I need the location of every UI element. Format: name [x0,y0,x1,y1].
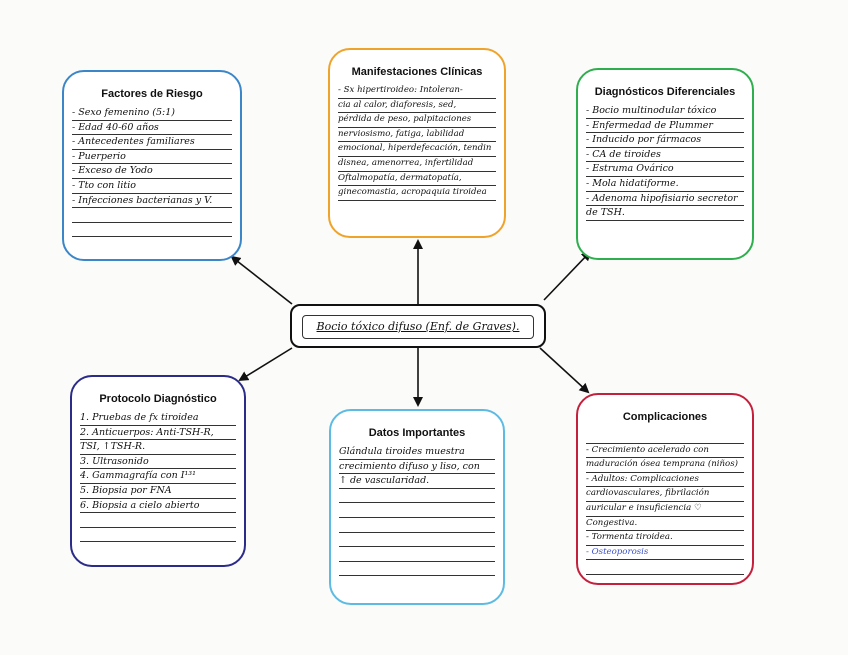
factores-line: - Sexo femenino (5:1) [72,106,232,121]
datos-importantes-title: Datos Importantes [368,427,466,439]
diferenciales-line: - Adenoma hipofisiario secretor [586,192,744,207]
manifestaciones-clinicas-title: Manifestaciones Clínicas [351,66,483,78]
complicaciones-line: cardiovasculares, fibrilación [586,487,744,502]
diferenciales-line: - Enfermedad de Plummer [586,119,744,134]
protocolo-diagnostico-title: Protocolo Diagnóstico [99,393,217,405]
central-topic-label: Bocio tóxico difuso (Enf. de Graves). [316,320,520,333]
manifestaciones-line: Oftalmopatía, dermatopatía, [338,172,496,187]
datos-line: Glándula tiroides muestra [339,445,495,460]
complicaciones-list: - Crecimiento acelerado con maduración ó… [586,429,744,575]
manifestaciones-line: - Sx hipertiroideo: Intoleran- [338,84,496,99]
manifestaciones-line: pérdida de peso, palpitaciones [338,113,496,128]
manifestaciones-line: ginecomastia, acropaquia tiroidea [338,186,496,201]
factores-line [72,223,232,238]
diferenciales-line: - Mola hidatiforme. [586,177,744,192]
diferenciales-line: - Estruma Ovárico [586,162,744,177]
datos-line [339,518,495,533]
complicaciones-line [586,560,744,575]
datos-line [339,489,495,504]
datos-line: crecimiento difuso y liso, con [339,460,495,475]
arrow-to-factores [230,255,293,305]
diagnosticos-diferenciales-box: Diagnósticos Diferenciales - Bocio multi… [576,68,754,260]
datos-line: ↑ de vascularidad. [339,474,495,489]
factores-line: - Exceso de Yodo [72,164,232,179]
protocolo-line [80,528,236,543]
complicaciones-line: - Adultos: Complicaciones [586,473,744,488]
manifestaciones-line: disnea, amenorrea, infertilidad [338,157,496,172]
datos-line [339,547,495,562]
arrow-to-protocolo [238,347,293,382]
diferenciales-line: - Inducido por fármacos [586,133,744,148]
factores-line: - Edad 40-60 años [72,121,232,136]
datos-importantes-list: Glándula tiroides muestra crecimiento di… [339,445,495,577]
protocolo-diagnostico-list: 1. Pruebas de fx tiroidea 2. Anticuerpos… [80,411,236,543]
protocolo-line: TSI, ↑TSH-R. [80,440,236,455]
complicaciones-line: Congestiva. [586,517,744,532]
manifestaciones-line: emocional, hiperdefecación, tendin [338,142,496,157]
central-topic-box: Bocio tóxico difuso (Enf. de Graves). [290,304,546,348]
diferenciales-line: - CA de tiroides [586,148,744,163]
factores-de-riesgo-list: - Sexo femenino (5:1) - Edad 40-60 años … [72,106,232,238]
complicaciones-line: maduración ósea temprana (niños) [586,458,744,473]
diagnosticos-diferenciales-list: - Bocio multinodular tóxico - Enfermedad… [586,104,744,221]
datos-line [339,503,495,518]
diferenciales-line: - Bocio multinodular tóxico [586,104,744,119]
factores-line: - Infecciones bacterianas y V. [72,194,232,209]
datos-line [339,562,495,577]
manifestaciones-line: nerviosismo, fatiga, labilidad [338,128,496,143]
diferenciales-line: de TSH. [586,206,744,221]
protocolo-diagnostico-box: Protocolo Diagnóstico 1. Pruebas de fx t… [70,375,246,567]
protocolo-line: 3. Ultrasonido [80,455,236,470]
arrow-to-diferenciales [543,250,592,301]
datos-line [339,533,495,548]
factores-line: - Antecedentes familiares [72,135,232,150]
complicaciones-line: - Tormenta tiroidea. [586,531,744,546]
manifestaciones-clinicas-list: - Sx hipertiroideo: Intoleran- cia al ca… [338,84,496,201]
factores-de-riesgo-box: Factores de Riesgo - Sexo femenino (5:1)… [62,70,242,261]
complicaciones-line [586,429,744,444]
complicaciones-box: Complicaciones - Crecimiento acelerado c… [576,393,754,585]
complicaciones-title: Complicaciones [622,411,708,423]
protocolo-line: 1. Pruebas de fx tiroidea [80,411,236,426]
datos-importantes-box: Datos Importantes Glándula tiroides mues… [329,409,505,605]
factores-line [72,208,232,223]
central-topic: Bocio tóxico difuso (Enf. de Graves). [302,315,534,339]
protocolo-line: 5. Biopsia por FNA [80,484,236,499]
manifestaciones-clinicas-box: Manifestaciones Clínicas - Sx hipertiroi… [328,48,506,238]
factores-line: - Puerperio [72,150,232,165]
arrow-to-complicaciones [539,347,590,394]
protocolo-line: 6. Biopsia a cielo abierto [80,499,236,514]
manifestaciones-line: cia al calor, diaforesis, sed, [338,99,496,114]
protocolo-line: 2. Anticuerpos: Anti-TSH-R, [80,426,236,441]
complicaciones-line: - Crecimiento acelerado con [586,444,744,459]
factores-line: - Tto con litio [72,179,232,194]
factores-de-riesgo-title: Factores de Riesgo [101,88,203,100]
complicaciones-line: - Osteoporosis [586,546,744,561]
diagnosticos-diferenciales-title: Diagnósticos Diferenciales [594,86,736,98]
complicaciones-line: auricular e insuficiencia ♡ [586,502,744,517]
protocolo-line: 4. Gammagrafía con I¹³¹ [80,469,236,484]
protocolo-line [80,513,236,528]
